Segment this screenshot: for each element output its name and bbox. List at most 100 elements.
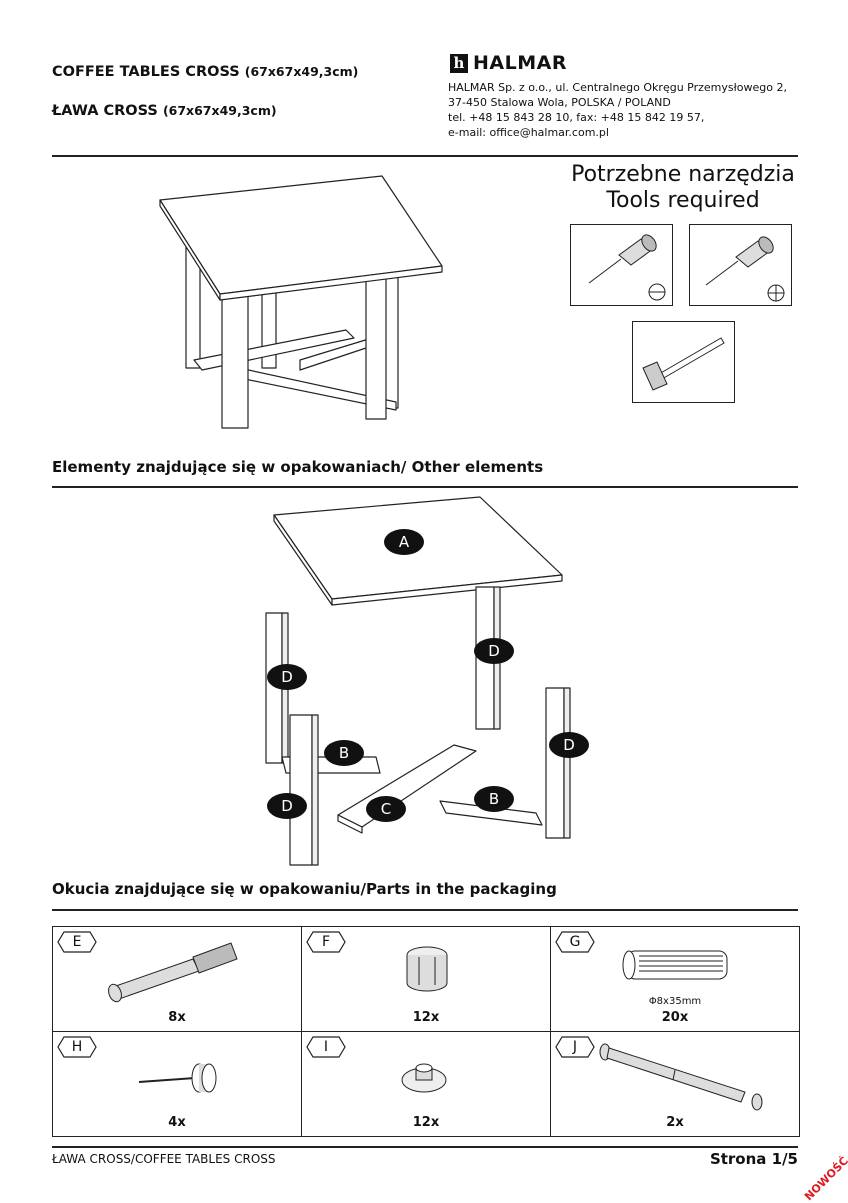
tool-hammer bbox=[632, 321, 735, 403]
company-line-2: 37-450 Stalowa Wola, POLSKA / POLAND bbox=[448, 96, 671, 109]
company-line-3: tel. +48 15 843 28 10, fax: +48 15 842 1… bbox=[448, 111, 705, 124]
part-label-i-shape bbox=[306, 1036, 346, 1058]
parts-divider bbox=[52, 909, 798, 911]
callout-d-back-label: D bbox=[488, 642, 500, 660]
elements-title-en: Other elements bbox=[411, 458, 544, 476]
callout-d-back-badge bbox=[474, 638, 514, 664]
page-number: Strona 1/5 bbox=[709, 1150, 798, 1168]
callout-c-label: C bbox=[380, 800, 392, 818]
tools-title-pl: Potrzebne narzędzia bbox=[571, 162, 795, 187]
parts-row: H 4x I bbox=[52, 1031, 800, 1137]
part-label-e-text: E bbox=[72, 934, 82, 950]
logo-mark: h bbox=[450, 53, 468, 73]
part-label-h-shape bbox=[57, 1036, 97, 1058]
company-address: HALMAR Sp. z o.o., ul. Centralnego Okręg… bbox=[448, 80, 787, 140]
cover-cap-icon bbox=[401, 1063, 447, 1093]
callout-c-badge bbox=[366, 796, 406, 822]
part-label-h-text: H bbox=[71, 1039, 83, 1055]
elements-section-title: Elementy znajdujące się w opakowaniach/ … bbox=[52, 458, 543, 476]
halmar-logo: h HALMAR bbox=[450, 52, 567, 74]
part-qty-f: 12x bbox=[412, 1010, 440, 1025]
leg-d-right bbox=[545, 687, 565, 839]
parts-table: E 8x F bbox=[52, 926, 800, 1137]
callout-d-back: D bbox=[474, 638, 514, 664]
title-en-name: COFFEE TABLES CROSS bbox=[52, 64, 240, 80]
part-label-j-shape bbox=[555, 1036, 595, 1058]
tools-title-en: Tools required bbox=[606, 188, 760, 213]
callout-a: A bbox=[384, 529, 424, 555]
tools-title: Potrzebne narzędzia Tools required bbox=[560, 162, 806, 214]
part-cell-f: F 12x bbox=[301, 926, 551, 1032]
double-bolt-icon bbox=[599, 1043, 763, 1111]
company-line-4: e-mail: office@halmar.com.pl bbox=[448, 126, 609, 139]
part-qty-i: 12x bbox=[412, 1115, 440, 1130]
title-pl-name: ŁAWA CROSS bbox=[52, 103, 158, 119]
nail-glide-icon bbox=[138, 1063, 217, 1093]
callout-d-left-label: D bbox=[281, 668, 293, 686]
elements-title-pl: Elementy znajdujące się w opakowaniach/ bbox=[52, 458, 407, 476]
callout-c: C bbox=[366, 796, 406, 822]
callout-b-left: B bbox=[324, 740, 364, 766]
flat-screwdriver-icon bbox=[588, 234, 666, 301]
part-label-f: F bbox=[306, 931, 346, 953]
leg-d-front bbox=[289, 714, 313, 866]
part-label-j-text: J bbox=[572, 1039, 578, 1055]
part-label-i-text: I bbox=[323, 1039, 329, 1055]
header-divider bbox=[52, 155, 798, 157]
part-label-f-shape bbox=[306, 931, 346, 953]
part-cell-g: G Φ8x35mm 20x bbox=[550, 926, 800, 1032]
part-cell-i: I 12x bbox=[301, 1031, 551, 1137]
part-label-g: G bbox=[555, 931, 595, 953]
part-cell-j: J 2x bbox=[550, 1031, 800, 1137]
tool-phillips-screwdriver bbox=[689, 224, 792, 306]
part-label-g-text: G bbox=[569, 934, 581, 950]
company-line-1: HALMAR Sp. z o.o., ul. Centralnego Okręg… bbox=[448, 81, 787, 94]
part-cell-h: H 4x bbox=[52, 1031, 302, 1137]
part-qty-j: 2x bbox=[666, 1115, 684, 1130]
part-label-i: I bbox=[306, 1036, 346, 1058]
callout-b-right-badge bbox=[474, 786, 514, 812]
part-label-j: J bbox=[555, 1036, 595, 1058]
wooden-dowel-icon bbox=[622, 950, 728, 980]
product-title-en: COFFEE TABLES CROSS (67x67x49,3cm) bbox=[52, 64, 358, 80]
cam-lock-icon bbox=[406, 946, 448, 992]
callout-d-front-label: D bbox=[281, 797, 293, 815]
product-title-pl: ŁAWA CROSS (67x67x49,3cm) bbox=[52, 103, 277, 119]
callout-a-label: A bbox=[398, 533, 410, 551]
tool-flat-screwdriver bbox=[570, 224, 673, 306]
callout-b-left-label: B bbox=[338, 744, 350, 762]
cam-bolt-icon bbox=[108, 942, 238, 1003]
callout-d-front: D bbox=[267, 793, 307, 819]
part-qty-e: 8x bbox=[168, 1010, 186, 1025]
parts-row: E 8x F bbox=[52, 926, 800, 1032]
callout-d-left: D bbox=[267, 664, 307, 690]
part-label-e: E bbox=[57, 931, 97, 953]
part-label-g-shape bbox=[555, 931, 595, 953]
part-label-e-shape bbox=[57, 931, 97, 953]
logo-text: HALMAR bbox=[473, 52, 567, 74]
parts-title-en: Parts in the packaging bbox=[365, 880, 557, 898]
callout-b-right: B bbox=[474, 786, 514, 812]
part-qty-g: 20x bbox=[661, 1010, 689, 1025]
callout-b-right-label: B bbox=[488, 790, 500, 808]
callout-a-badge bbox=[384, 529, 424, 555]
callout-d-right-label: D bbox=[563, 736, 575, 754]
callout-d-right-badge bbox=[549, 732, 589, 758]
assembled-table-illustration bbox=[159, 175, 443, 429]
footer-product-name: ŁAWA CROSS/COFFEE TABLES CROSS bbox=[52, 1152, 276, 1166]
parts-title-pl: Okucia znajdujące się w opakowaniu/ bbox=[52, 880, 366, 898]
title-pl-dimensions: (67x67x49,3cm) bbox=[162, 103, 277, 118]
phillips-screwdriver-icon bbox=[705, 236, 785, 302]
title-en-dimensions: (67x67x49,3cm) bbox=[244, 64, 359, 79]
part-label-h: H bbox=[57, 1036, 97, 1058]
callout-d-right: D bbox=[549, 732, 589, 758]
footer-divider bbox=[52, 1146, 798, 1148]
callout-d-left-badge bbox=[267, 664, 307, 690]
part-qty-h: 4x bbox=[168, 1115, 186, 1130]
callout-d-front-badge bbox=[267, 793, 307, 819]
callout-b-left-badge bbox=[324, 740, 364, 766]
hammer-icon bbox=[642, 337, 725, 391]
part-note-g: Φ8x35mm bbox=[648, 996, 702, 1007]
elements-divider bbox=[52, 486, 798, 488]
parts-section-title: Okucia znajdujące się w opakowaniu/Parts… bbox=[52, 880, 557, 898]
